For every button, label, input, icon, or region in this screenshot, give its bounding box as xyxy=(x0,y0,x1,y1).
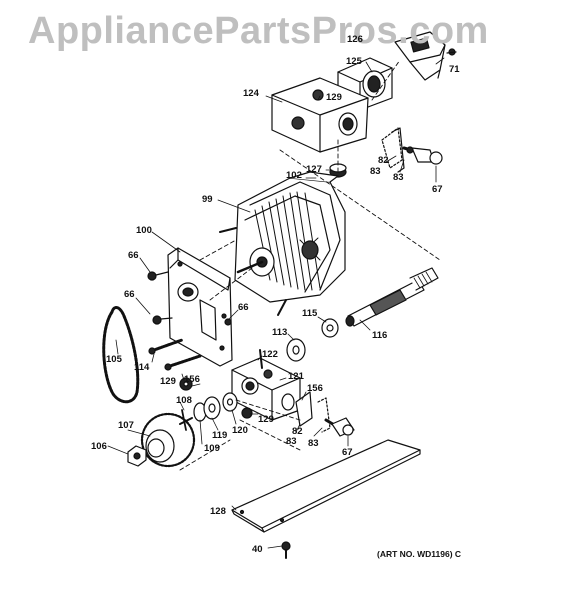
part-label-127: 127 xyxy=(306,164,322,175)
nut-129-left xyxy=(179,377,193,391)
part-label-129-top: 129 xyxy=(326,92,342,103)
part-label-125: 125 xyxy=(346,56,362,67)
screw-114-part xyxy=(148,338,202,371)
base-plate-part xyxy=(231,439,421,533)
part-label-120: 120 xyxy=(232,425,248,436)
washer-120-part xyxy=(222,392,238,412)
part-label-71: 71 xyxy=(449,64,460,75)
drive-belt-part xyxy=(102,306,140,404)
top-bracket-part xyxy=(394,31,457,81)
part-label-66-c: 66 xyxy=(238,302,249,313)
screw-66-lower xyxy=(152,315,173,325)
screw-40-part xyxy=(281,541,291,559)
part-label-108: 108 xyxy=(176,395,192,406)
part-label-116: 116 xyxy=(372,330,388,341)
lower-bracket-part xyxy=(231,349,301,421)
nut-106-part xyxy=(127,445,147,467)
part-label-113: 113 xyxy=(272,327,288,338)
part-label-124: 124 xyxy=(243,88,259,99)
lower-bolt-assembly xyxy=(295,391,355,437)
leader-lines xyxy=(107,57,445,549)
part-label-105: 105 xyxy=(106,354,122,365)
part-label-66-a: 66 xyxy=(128,250,139,261)
upper-bolt-assembly xyxy=(381,127,443,173)
motor-part xyxy=(219,171,346,316)
part-label-82-lower: 82 xyxy=(292,426,303,437)
part-label-115: 115 xyxy=(302,308,318,319)
part-label-83-lower-a: 83 xyxy=(286,436,297,447)
part-label-121: 121 xyxy=(288,371,304,382)
part-label-67-lower: 67 xyxy=(342,447,353,458)
part-label-129-left: 129 xyxy=(160,376,176,387)
part-label-126: 126 xyxy=(347,34,363,45)
part-label-67-top: 67 xyxy=(432,184,443,195)
alignment-lines xyxy=(179,59,441,471)
part-label-106: 106 xyxy=(91,441,107,452)
part-label-83-top-a: 83 xyxy=(370,166,381,177)
pulley-part xyxy=(140,412,196,468)
screw-66-upper xyxy=(147,271,169,281)
part-label-82-top: 82 xyxy=(378,155,389,166)
shaft-part xyxy=(345,267,439,327)
nut-129-lower xyxy=(241,407,253,419)
part-label-128: 128 xyxy=(210,506,226,517)
screw-66-right xyxy=(224,318,232,326)
part-label-156-right: 156 xyxy=(307,383,323,394)
part-label-156-left: 156 xyxy=(184,374,200,385)
part-label-114: 114 xyxy=(134,362,150,373)
gearbox-housing-part xyxy=(167,247,233,367)
washer-113-part xyxy=(286,338,306,362)
part-label-129-lower: 129 xyxy=(258,414,274,425)
motor-housing-part xyxy=(271,77,369,153)
part-label-109: 109 xyxy=(204,443,220,454)
watermark: AppliancePartsPros.com xyxy=(28,10,489,52)
part-label-102: 102 xyxy=(286,170,302,181)
pin-108-part xyxy=(181,409,187,431)
art-number: (ART NO. WD1196) C xyxy=(377,549,462,559)
part-label-107: 107 xyxy=(118,420,134,431)
part-label-119: 119 xyxy=(212,430,228,441)
washer-115-part xyxy=(321,318,339,338)
part-label-83-top-b: 83 xyxy=(393,172,404,183)
part-label-99: 99 xyxy=(202,194,213,205)
part-label-83-lower-b: 83 xyxy=(308,438,319,449)
part-label-122: 122 xyxy=(262,349,278,360)
washer-119-part xyxy=(203,396,221,420)
part-label-66-b: 66 xyxy=(124,289,135,300)
part-label-100: 100 xyxy=(136,225,152,236)
part-label-40: 40 xyxy=(252,544,263,555)
